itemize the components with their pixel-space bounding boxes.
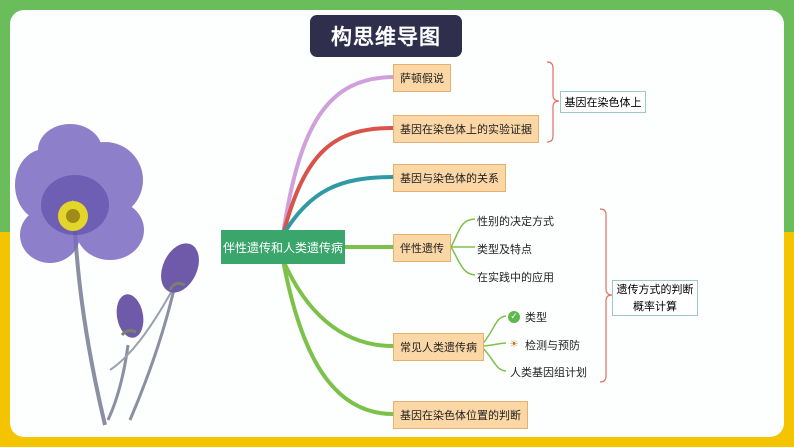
branch-line-1 xyxy=(281,75,394,236)
sub-line-4c xyxy=(450,246,476,276)
sub-line-4a xyxy=(450,218,476,248)
sub-node-practice-application[interactable]: 在实践中的应用 xyxy=(477,271,554,284)
summary-line-2: 概率计算 xyxy=(633,300,677,313)
sub-line-5b xyxy=(480,342,507,347)
flower-illustration xyxy=(15,124,199,426)
sub-node-types-label: 类型 xyxy=(525,311,547,324)
summary-inheritance-judgement[interactable]: 遗传方式的判断 概率计算 xyxy=(612,280,698,316)
branch-node-sex-linked[interactable]: 伴性遗传 xyxy=(393,234,451,262)
sub-node-genome-project[interactable]: 人类基因组计划 xyxy=(510,366,587,379)
branch-line-6 xyxy=(281,259,394,416)
bulb-icon: ☀ xyxy=(509,339,519,350)
branch-line-5 xyxy=(281,259,394,348)
sub-node-types-features[interactable]: 类型及特点 xyxy=(477,243,532,256)
sub-line-5a xyxy=(480,315,507,347)
sub-line-5c xyxy=(480,345,507,372)
center-node[interactable]: 伴性遗传和人类遗传病 xyxy=(221,230,345,264)
page-title: 构思维导图 xyxy=(310,15,462,57)
branch-node-experiment[interactable]: 基因在染色体上的实验证据 xyxy=(393,115,539,143)
branch-node-human-disease[interactable]: 常见人类遗传病 xyxy=(393,333,484,361)
sub-node-types[interactable]: ✓ 类型 xyxy=(508,309,547,325)
branch-line-3 xyxy=(281,175,394,237)
branch-node-position-judgement[interactable]: 基因在染色体位置的判断 xyxy=(393,401,528,429)
summary-gene-on-chromosome[interactable]: 基因在染色体上 xyxy=(560,91,646,113)
branch-line-2 xyxy=(281,126,394,236)
bracket-right xyxy=(599,208,613,383)
sub-node-detection-label: 检测与预防 xyxy=(525,339,580,352)
bracket-top xyxy=(546,61,560,143)
check-icon: ✓ xyxy=(508,311,520,323)
sub-node-sex-determination[interactable]: 性别的决定方式 xyxy=(477,215,554,228)
summary-line-1: 遗传方式的判断 xyxy=(616,283,694,296)
branch-node-gene-chromosome[interactable]: 基因与染色体的关系 xyxy=(393,164,506,192)
branch-node-sadun[interactable]: 萨顿假说 xyxy=(393,64,451,92)
sub-node-detection[interactable]: ☀ 检测与预防 xyxy=(508,337,580,353)
